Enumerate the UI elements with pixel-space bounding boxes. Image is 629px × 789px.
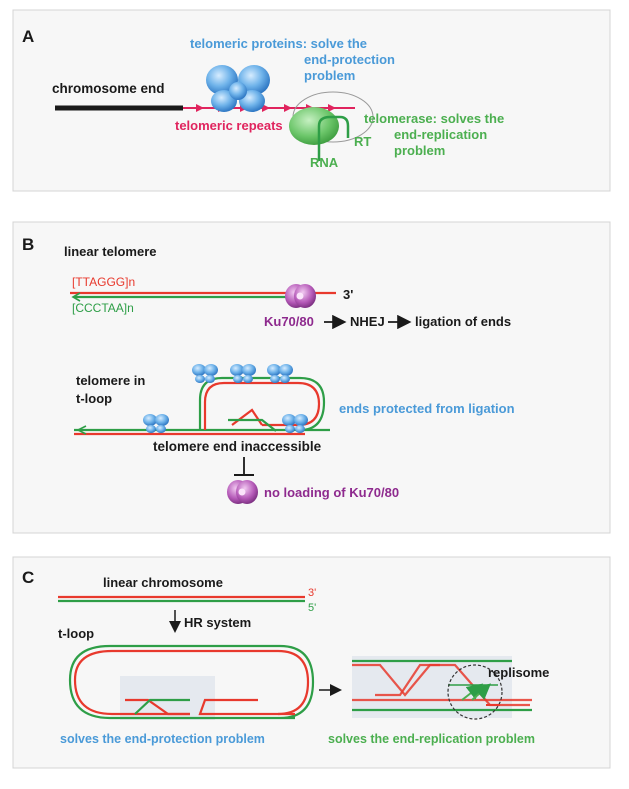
- inaccessible-label: telomere end inaccessible: [153, 439, 322, 454]
- telomerase-label-2: end-replication: [394, 127, 487, 142]
- no-loading-label: no loading of Ku70/80: [264, 485, 399, 500]
- replisome-icon: [447, 664, 503, 720]
- chromosome-end-label: chromosome end: [52, 81, 165, 96]
- ligation-label: ligation of ends: [415, 314, 511, 329]
- hr-system-label: HR system: [184, 615, 251, 630]
- replisome-label: replisome: [488, 665, 549, 680]
- telomeric-proteins-label-1: telomeric proteins: solve the: [190, 36, 367, 51]
- ku-label: Ku70/80: [264, 314, 314, 329]
- t-loop-c-drawing: [68, 644, 315, 720]
- panel-c-letter: C: [22, 568, 34, 587]
- nhej-label: NHEJ: [350, 314, 385, 329]
- ttaggg-label: [TTAGGG]n: [72, 275, 135, 289]
- ku-complex-unloaded-icon: [227, 480, 258, 504]
- three-prime-c-label: 3': [308, 587, 316, 599]
- telomeric-protein-icon: [206, 65, 270, 112]
- rt-label: RT: [354, 134, 371, 149]
- telomeric-proteins-label-3: problem: [304, 68, 355, 83]
- ends-protected-label: ends protected from ligation: [339, 401, 515, 416]
- ccctaa-label: [CCCTAA]n: [72, 301, 134, 315]
- panel-b-letter: B: [22, 235, 34, 254]
- telomerase-icon: [289, 91, 374, 161]
- panel-a: A chromosome end telomeric proteins:: [12, 9, 611, 192]
- end-replication-label: solves the end-replication problem: [328, 732, 535, 746]
- t-loop-c-label: t-loop: [58, 626, 94, 641]
- telomeric-repeats-label: telomeric repeats: [175, 118, 283, 133]
- telomerase-label-1: telomerase: solves the: [364, 111, 504, 126]
- five-prime-c-label: 5': [308, 602, 316, 614]
- rna-label: RNA: [310, 155, 339, 170]
- telomere-in-label: telomere in: [76, 373, 145, 388]
- t-loop-label: t-loop: [76, 391, 112, 406]
- panel-a-letter: A: [22, 27, 34, 46]
- ku-complex-icon: [285, 284, 316, 308]
- linear-telomere-label: linear telomere: [64, 244, 157, 259]
- telomeric-proteins-label-2: end-protection: [304, 52, 395, 67]
- panel-b: B linear telomere [TTAGGG]n [CCCTAA]n 3'…: [12, 221, 611, 534]
- panel-c: C linear chromosome 3' 5' HR system t-lo…: [12, 556, 611, 769]
- end-protection-label: solves the end-protection problem: [60, 732, 265, 746]
- shelterin-proteins: [143, 364, 308, 433]
- linear-chromosome-label: linear chromosome: [103, 575, 223, 590]
- three-prime-label: 3': [343, 287, 353, 302]
- telomerase-label-3: problem: [394, 143, 445, 158]
